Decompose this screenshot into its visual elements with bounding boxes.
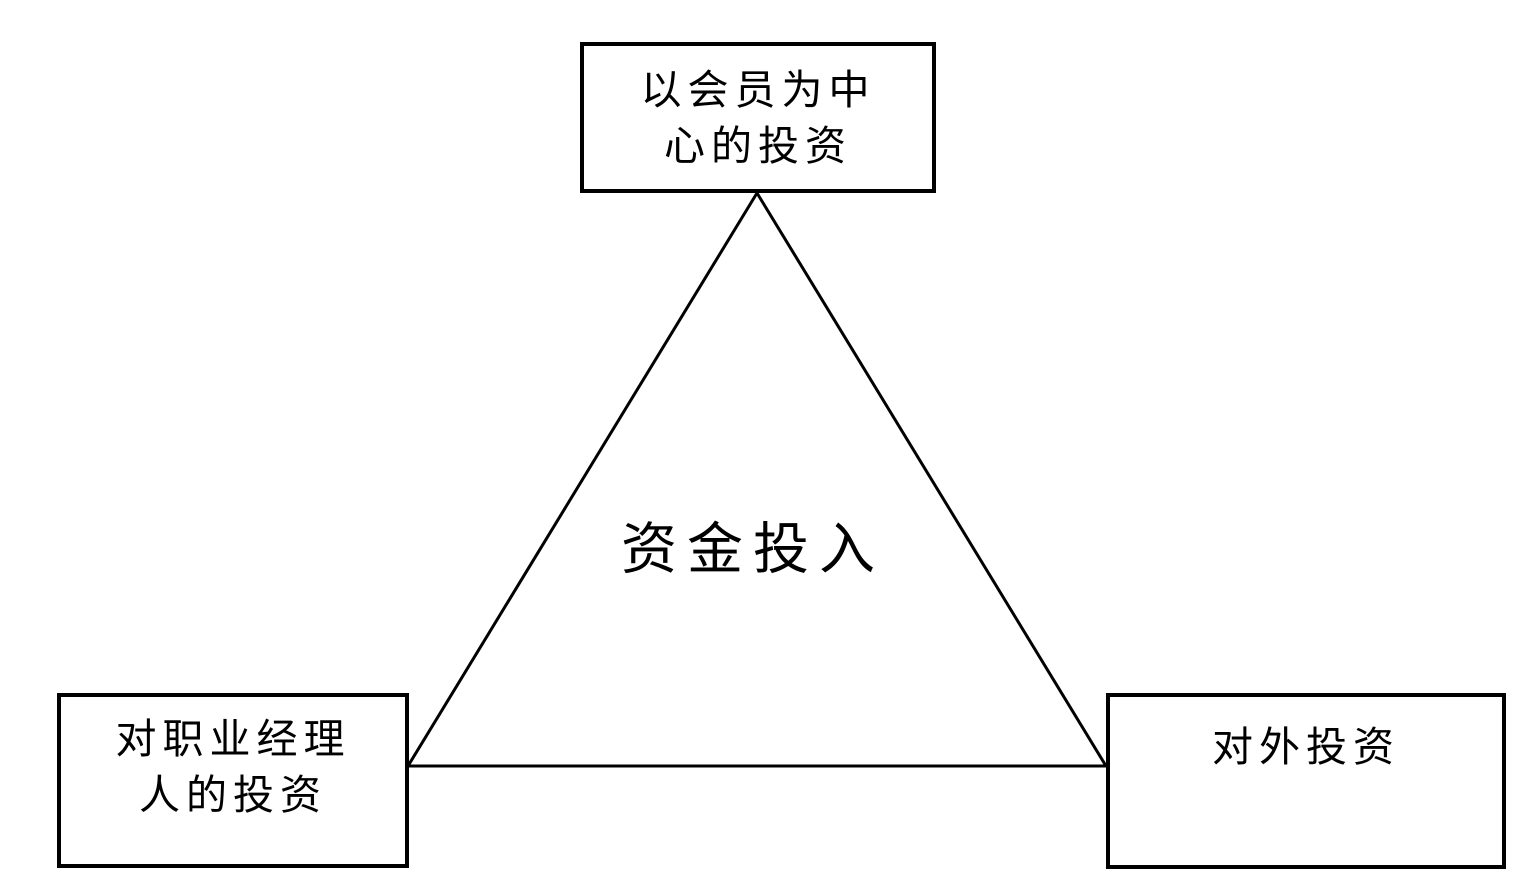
node-label-line: 对职业经理 [115,716,351,762]
node-label-line: 以会员为中 [640,66,876,113]
triangle-outline [405,190,1109,768]
node-professional-manager-investment: 对职业经理 人的投资 [57,693,409,868]
node-label-line: 人的投资 [139,772,327,818]
node-external-investment: 对外投资 [1106,693,1506,869]
node-label-line: 对外投资 [1212,724,1400,770]
node-label-line: 心的投资 [664,122,852,169]
node-member-centered-investment: 以会员为中 心的投资 [580,42,936,193]
triangle-center-label: 资金投入 [621,519,885,582]
